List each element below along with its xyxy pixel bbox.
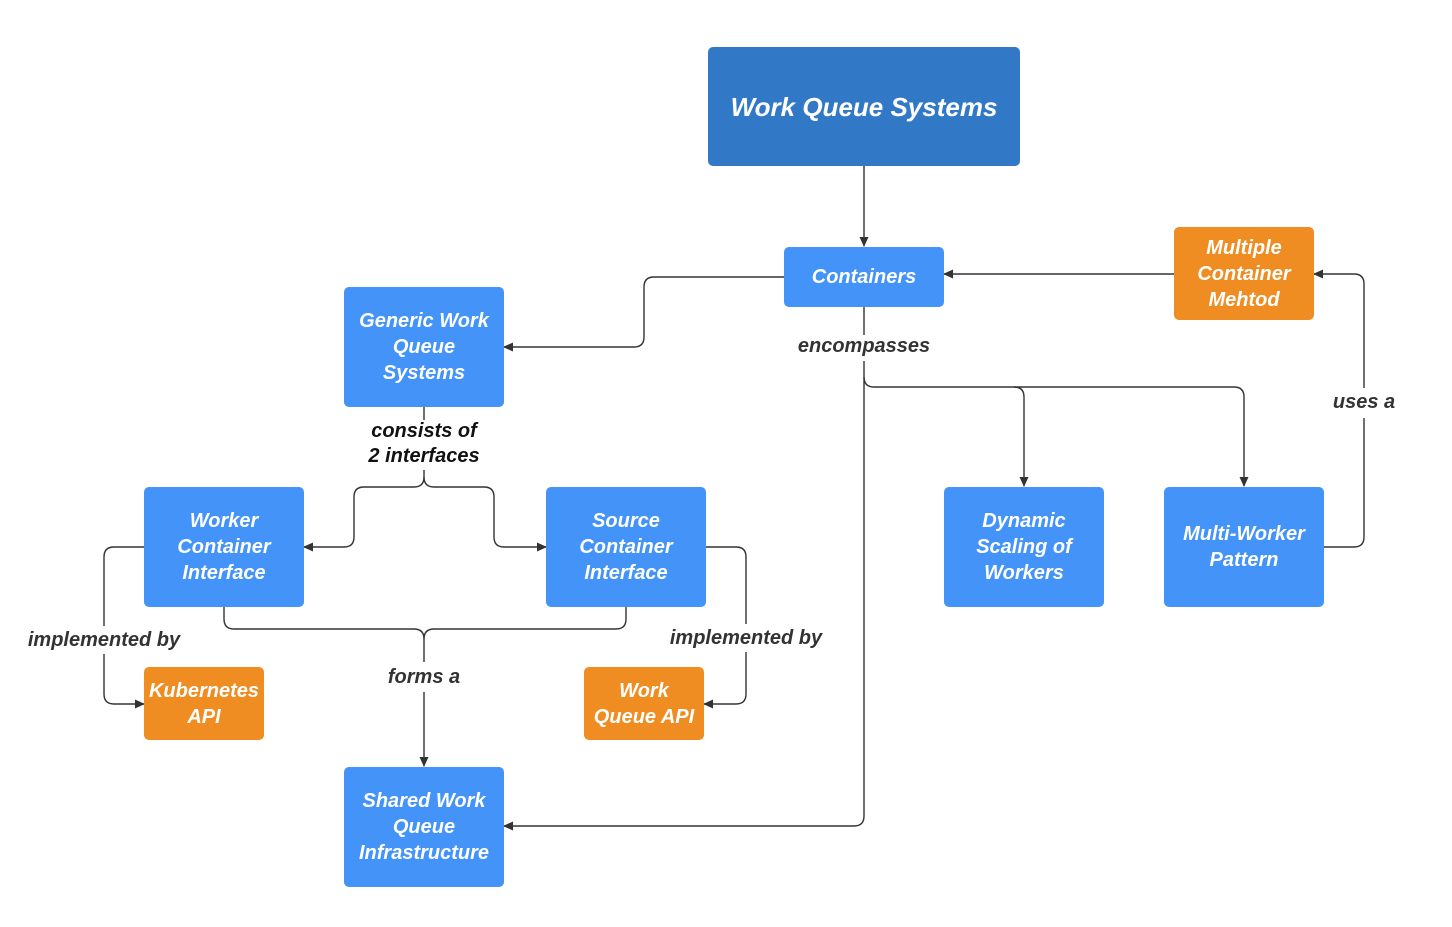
node-dynamic-scaling-of-workers[interactable]: Dynamic Scaling of Workers bbox=[944, 487, 1104, 607]
label-implemented-by-right: implemented by bbox=[669, 627, 823, 649]
label-implemented-by-left: implemented by bbox=[27, 629, 181, 651]
edge-worker-forms-shared bbox=[223, 607, 425, 662]
label-forms-a: forms a bbox=[387, 666, 461, 688]
label-encompasses: encompasses bbox=[797, 335, 931, 357]
edge-source-forms-shared bbox=[423, 607, 627, 640]
node-work-queue-api[interactable]: Work Queue API bbox=[584, 667, 704, 740]
edge-containers-to-multi-worker bbox=[1014, 386, 1249, 487]
label-uses-a: uses a bbox=[1332, 391, 1396, 413]
edge-multi-worker-uses-multiple-method-lower bbox=[1324, 418, 1365, 548]
edge-containers-to-generic bbox=[503, 276, 784, 352]
node-multi-worker-pattern[interactable]: Multi-Worker Pattern bbox=[1164, 487, 1324, 607]
node-multiple-container-method[interactable]: Multiple Container Mehtod bbox=[1174, 227, 1314, 320]
edge-worker-implemented-upper bbox=[103, 546, 144, 626]
node-kubernetes-api[interactable]: Kubernetes API bbox=[144, 667, 264, 740]
edge-generic-to-source-interface bbox=[423, 476, 547, 552]
node-generic-work-queue-systems[interactable]: Generic Work Queue Systems bbox=[344, 287, 504, 407]
node-containers[interactable]: Containers bbox=[784, 247, 944, 307]
edge-generic-to-worker-interface bbox=[303, 476, 425, 552]
edge-worker-implemented-lower bbox=[103, 654, 145, 709]
node-source-container-interface[interactable]: Source Container Interface bbox=[546, 487, 706, 607]
node-worker-container-interface[interactable]: Worker Container Interface bbox=[144, 487, 304, 607]
node-shared-work-queue-infrastructure[interactable]: Shared Work Queue Infrastructure bbox=[344, 767, 504, 887]
node-work-queue-systems[interactable]: Work Queue Systems bbox=[708, 47, 1020, 166]
edge-source-implemented-upper bbox=[706, 546, 747, 624]
edge-multi-worker-uses-multiple-method-upper bbox=[1313, 269, 1365, 388]
edge-containers-to-dynamic-scaling bbox=[863, 376, 1029, 487]
edge-source-implemented-lower bbox=[703, 652, 747, 709]
edge-containers-to-shared-infrastructure bbox=[503, 377, 865, 831]
label-consists-of: consists of 2 interfaces bbox=[368, 420, 480, 467]
